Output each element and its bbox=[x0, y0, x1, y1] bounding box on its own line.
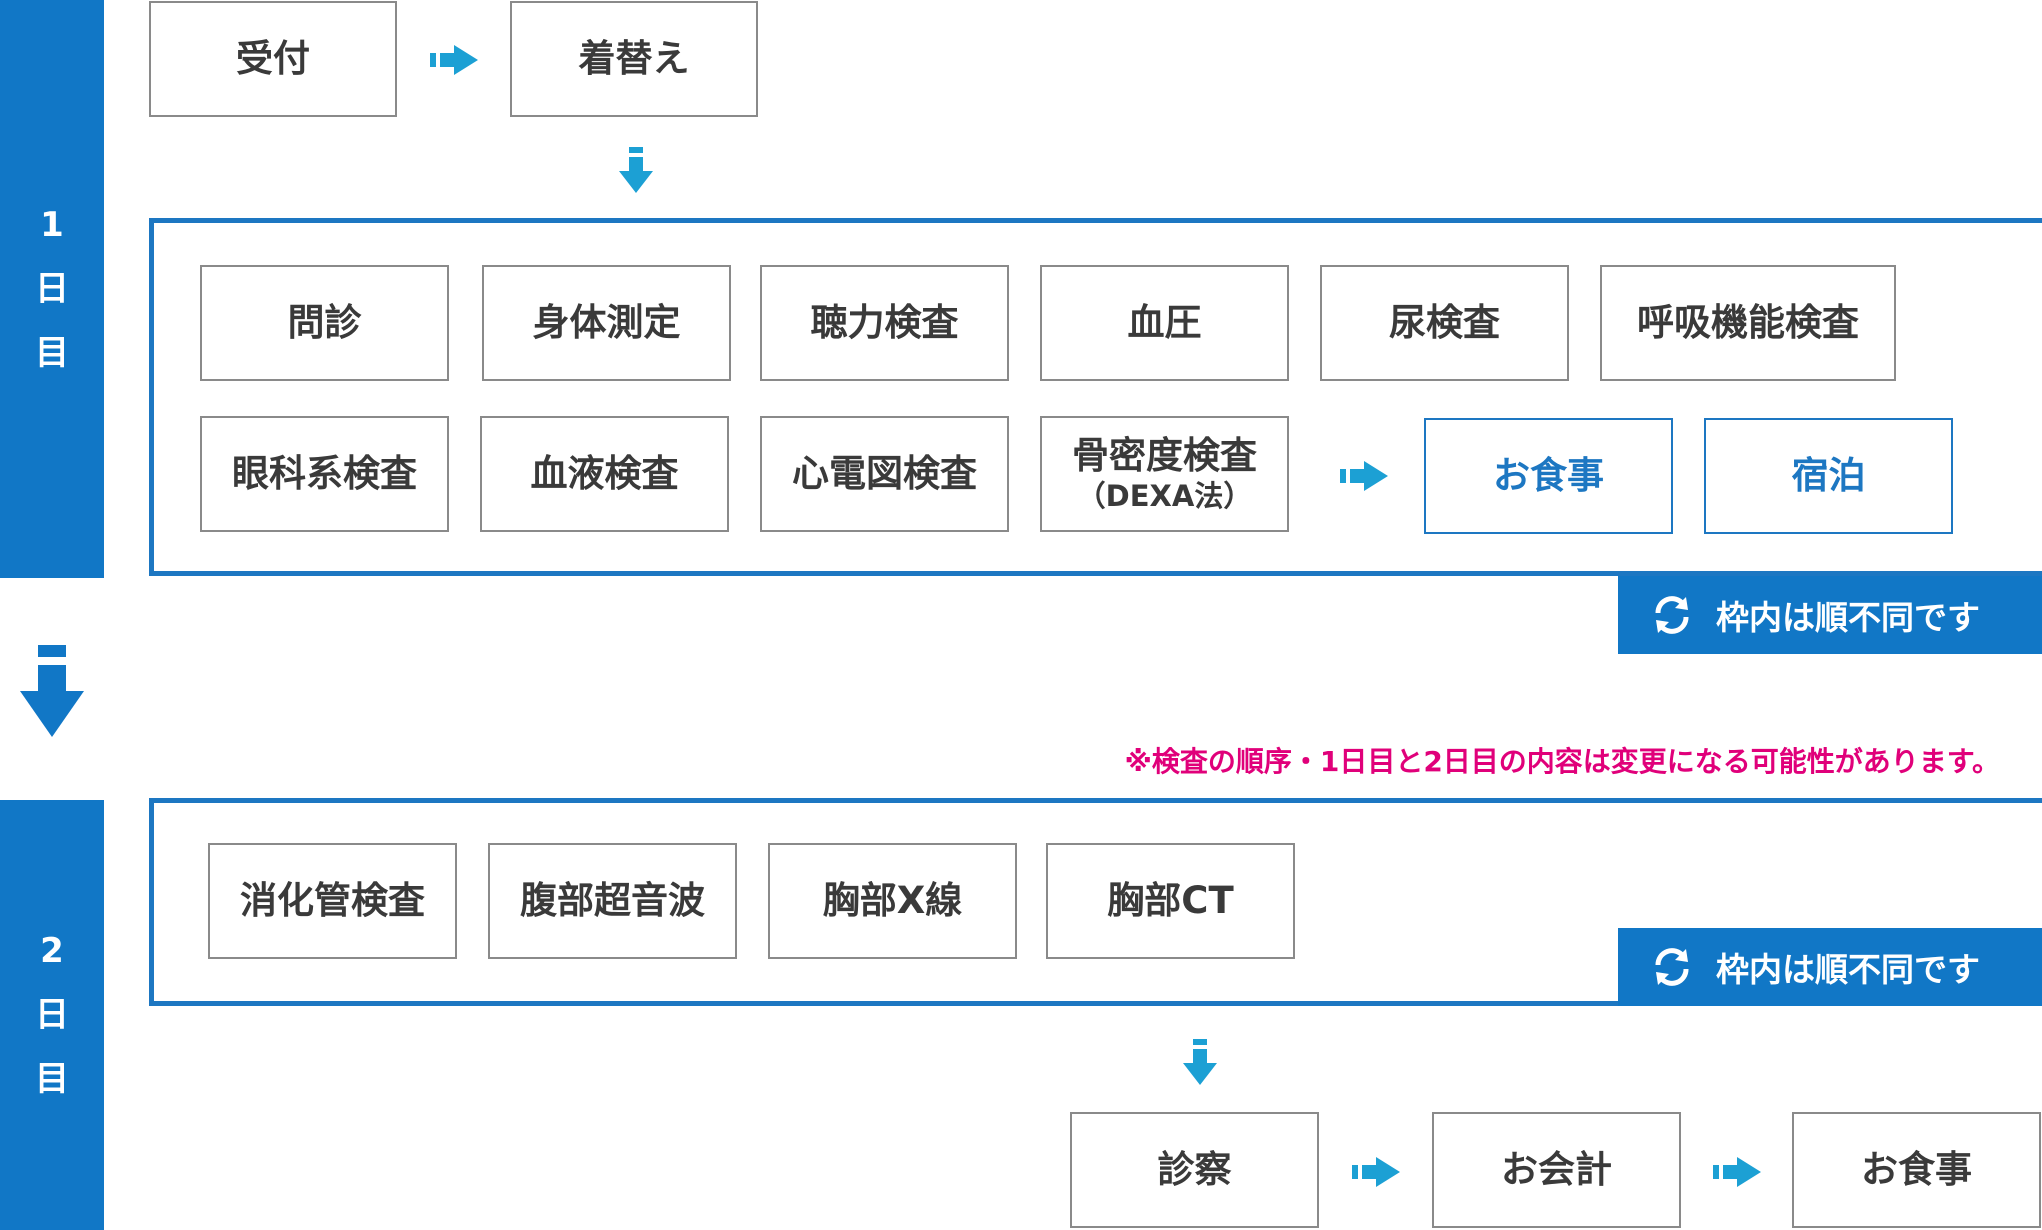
exam-bone-density: 骨密度検査 （DEXA法） bbox=[1040, 416, 1289, 532]
exam-respiratory: 呼吸機能検査 bbox=[1600, 265, 1896, 381]
right-arrow-icon bbox=[430, 45, 478, 75]
exam-interview: 問診 bbox=[200, 265, 449, 381]
unordered-badge-text: 枠内は順不同です bbox=[1716, 598, 1980, 637]
day1-label-bar: 1 日 目 bbox=[0, 0, 104, 578]
step-change-clothes: 着替え bbox=[510, 1, 758, 117]
step-overnight-stay: 宿泊 bbox=[1704, 418, 1953, 534]
exam-gastrointestinal: 消化管検査 bbox=[208, 843, 457, 959]
step-meal-day1: お食事 bbox=[1424, 418, 1673, 534]
right-arrow-icon bbox=[1352, 1157, 1400, 1187]
day1-label-eye: 目 bbox=[35, 333, 69, 373]
unordered-badge-day2: 枠内は順不同です bbox=[1618, 928, 2042, 1006]
step-meal-day2: お食事 bbox=[1792, 1112, 2041, 1228]
right-arrow-icon bbox=[1340, 461, 1388, 491]
day1-exam-frame bbox=[149, 218, 2042, 576]
exam-chest-xray: 胸部X線 bbox=[768, 843, 1017, 959]
day2-label-eye: 目 bbox=[35, 1059, 69, 1099]
exam-blood-pressure: 血圧 bbox=[1040, 265, 1289, 381]
day2-label-day: 日 bbox=[35, 995, 69, 1035]
exam-abdominal-ultrasound: 腹部超音波 bbox=[488, 843, 737, 959]
exam-bone-density-sub: （DEXA法） bbox=[1076, 478, 1253, 513]
refresh-icon bbox=[1655, 596, 1689, 634]
exam-urine: 尿検査 bbox=[1320, 265, 1569, 381]
refresh-icon bbox=[1655, 948, 1689, 986]
step-payment: お会計 bbox=[1432, 1112, 1681, 1228]
down-arrow-icon bbox=[619, 147, 653, 193]
day1-label-digit: 1 bbox=[40, 205, 64, 245]
unordered-badge-text: 枠内は順不同です bbox=[1716, 950, 1980, 989]
exam-body-measurement: 身体測定 bbox=[482, 265, 731, 381]
exam-hearing: 聴力検査 bbox=[760, 265, 1009, 381]
exam-ecg: 心電図検査 bbox=[760, 416, 1009, 532]
day2-label-digit: 2 bbox=[40, 931, 64, 971]
step-reception: 受付 bbox=[149, 1, 397, 117]
exam-blood: 血液検査 bbox=[480, 416, 729, 532]
down-arrow-icon bbox=[1183, 1039, 1217, 1085]
order-change-note: ※検査の順序・1日目と2日目の内容は変更になる可能性があります。 bbox=[1124, 745, 2000, 778]
right-arrow-icon bbox=[1713, 1157, 1761, 1187]
exam-chest-ct: 胸部CT bbox=[1046, 843, 1295, 959]
day1-label-day: 日 bbox=[35, 269, 69, 309]
exam-ophthalmology: 眼科系検査 bbox=[200, 416, 449, 532]
day2-exam-frame bbox=[149, 798, 2042, 1006]
unordered-badge-day1: 枠内は順不同です bbox=[1618, 576, 2042, 654]
step-consultation: 診察 bbox=[1070, 1112, 1319, 1228]
day-transition-down-arrow-icon bbox=[20, 645, 84, 737]
day2-label-bar: 2 日 目 bbox=[0, 800, 104, 1230]
exam-bone-density-label: 骨密度検査 bbox=[1072, 434, 1257, 478]
